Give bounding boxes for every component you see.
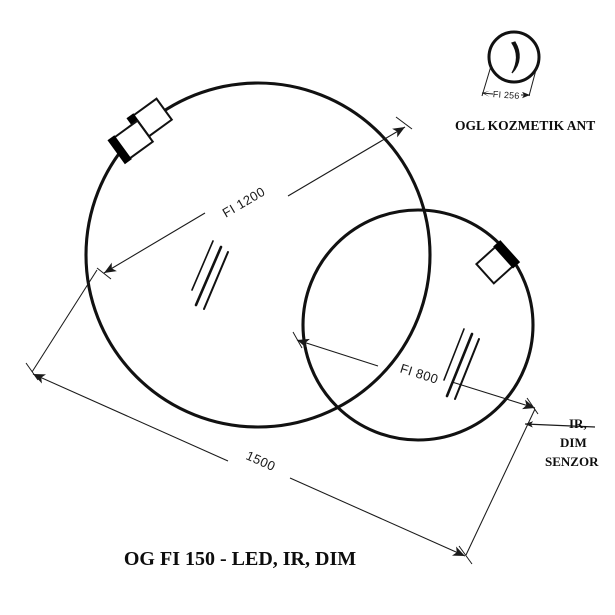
fi1200-witness-right — [395, 116, 413, 130]
hatch-stroke — [443, 328, 465, 381]
main-circle-group — [84, 81, 432, 429]
fi1200-witness-left — [96, 267, 112, 280]
fi800-witness-left — [292, 331, 303, 349]
fi800-label: FI 800 — [398, 361, 440, 387]
hatch-stroke — [203, 251, 229, 310]
fi800-dimension-line-left — [296, 338, 379, 367]
bracket-upper-left-b — [107, 119, 155, 165]
overall-dimension-line-right — [289, 477, 466, 557]
fi800-dimension: FI 800 — [292, 331, 539, 415]
brand-label: OGL KOZMETIK ANT — [455, 118, 595, 133]
fi1200-dimension-line-right — [287, 126, 406, 197]
hatch-stroke — [194, 245, 223, 307]
hatch-stroke — [454, 338, 480, 400]
detail-crescent-icon — [511, 41, 520, 74]
sensor-leader-line — [524, 421, 596, 428]
secondary-circle-outline — [301, 208, 535, 442]
hatch-marks-main — [191, 240, 229, 310]
bracket-clamp — [107, 135, 132, 165]
detail-witness-right — [528, 65, 538, 97]
bracket-clamp — [493, 240, 521, 269]
fi800-witness-right — [526, 397, 539, 415]
detail-circle-label: FI 256 — [493, 89, 520, 101]
detail-circle-outline — [487, 30, 541, 84]
bracket-right — [474, 240, 521, 285]
hatch-marks-secondary — [443, 328, 480, 400]
overall-witness-left — [31, 269, 98, 373]
fi800-dimension-line-right — [451, 381, 536, 410]
detail-witness-left — [481, 65, 492, 97]
overall-corner-tick-left — [25, 362, 39, 381]
overall-witness-right — [465, 408, 536, 556]
sensor-note-line-3: SENZOR — [545, 454, 599, 469]
overall-width-label: 1500 — [244, 448, 278, 474]
sensor-note-line-1: IR, — [569, 416, 587, 431]
secondary-circle-group — [301, 208, 535, 442]
overall-dimension-line-left — [32, 373, 229, 462]
hatch-stroke — [191, 240, 214, 291]
overall-width-dimension: 1500 — [25, 269, 536, 565]
fi1200-dimension-line-left — [103, 212, 206, 274]
overall-corner-tick-right — [458, 545, 473, 565]
hatch-stroke — [445, 332, 474, 398]
fi1200-label: FI 1200 — [220, 184, 268, 221]
sensor-callout-leader — [524, 421, 596, 428]
detail-circle-group: FI 256 — [481, 30, 541, 101]
drawing-title: OG FI 150 - LED, IR, DIM — [124, 548, 356, 570]
main-circle-outline — [84, 81, 432, 429]
detail-dimension-line-left — [481, 90, 494, 97]
sensor-note-line-2: DIM — [560, 435, 587, 450]
